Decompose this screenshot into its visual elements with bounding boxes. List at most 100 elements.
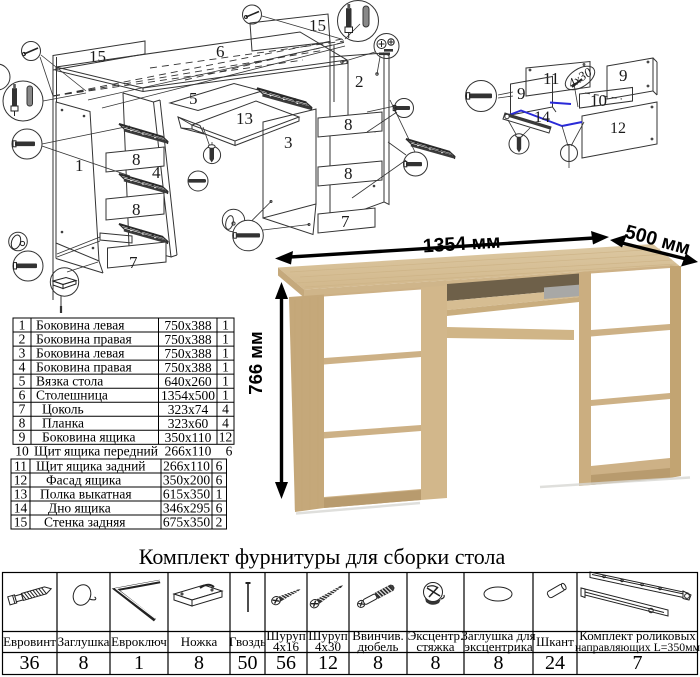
svg-text:615х350: 615х350 [163,487,211,502]
svg-text:Комплект фурнитуры для сборки: Комплект фурнитуры для сборки стола [139,544,506,569]
svg-text:7: 7 [633,652,643,674]
svg-text:8: 8 [194,652,204,674]
svg-text:750х388: 750х388 [164,346,212,361]
svg-text:3: 3 [284,133,293,152]
svg-text:346х295: 346х295 [163,501,211,516]
svg-text:750х388: 750х388 [164,332,212,347]
svg-text:12: 12 [14,473,28,488]
svg-text:Шкант: Шкант [536,634,574,649]
svg-text:1: 1 [222,360,229,375]
svg-text:Шуруп: Шуруп [266,628,305,643]
svg-text:8: 8 [431,652,441,674]
svg-text:13: 13 [14,487,28,502]
svg-text:750х388: 750х388 [164,360,212,375]
svg-text:14: 14 [14,501,28,516]
svg-text:12: 12 [318,652,338,674]
svg-text:Дно ящика: Дно ящика [48,501,111,516]
svg-text:2: 2 [19,332,26,347]
svg-text:9: 9 [19,430,26,445]
svg-text:1: 1 [216,487,223,502]
svg-text:15: 15 [14,515,28,530]
svg-text:Евровинт: Евровинт [3,634,56,649]
svg-text:9: 9 [619,66,628,85]
svg-text:8: 8 [79,652,89,674]
svg-text:Боковина ящика: Боковина ящика [42,430,136,445]
svg-text:Гвоздь: Гвоздь [229,634,266,649]
svg-text:эксцентрика: эксцентрика [464,639,532,654]
svg-text:7: 7 [129,253,138,272]
svg-text:4: 4 [222,416,229,431]
svg-text:5: 5 [19,374,26,389]
svg-text:11: 11 [543,69,559,88]
svg-text:266х110: 266х110 [165,444,212,459]
svg-text:Вязка стола: Вязка стола [36,374,103,389]
svg-text:6: 6 [216,473,223,488]
svg-text:Столешница: Столешница [36,388,108,403]
svg-text:10: 10 [590,91,607,110]
svg-text:2: 2 [355,72,364,91]
svg-text:1: 1 [134,652,144,674]
svg-text:1: 1 [222,332,229,347]
svg-text:6: 6 [226,444,233,459]
svg-text:1354 мм: 1354 мм [422,231,501,258]
svg-text:Евроключ: Евроключ [111,634,167,649]
svg-text:8: 8 [132,150,141,169]
svg-text:766 мм: 766 мм [245,331,266,394]
svg-text:Планка: Планка [42,416,84,431]
svg-text:Боковина правая: Боковина правая [36,360,132,375]
svg-text:266х110: 266х110 [163,459,210,474]
svg-text:Эксцентр.: Эксцентр. [408,628,464,643]
svg-text:стяжка: стяжка [416,639,454,654]
svg-text:6: 6 [216,501,223,516]
svg-text:1: 1 [19,318,26,333]
svg-text:13: 13 [236,109,253,128]
svg-text:9: 9 [517,84,526,103]
svg-text:Шуруп: Шуруп [308,628,347,643]
svg-text:7: 7 [19,402,26,417]
svg-text:1: 1 [222,374,229,389]
svg-text:2: 2 [216,515,223,530]
svg-text:8: 8 [344,115,353,134]
svg-text:Цоколь: Цоколь [42,402,84,417]
svg-text:323х74: 323х74 [168,402,209,417]
svg-text:56: 56 [276,652,296,674]
svg-text:8: 8 [344,164,353,183]
svg-text:Ножка: Ножка [181,634,218,649]
svg-text:Комплект роликовых: Комплект роликовых [579,628,696,643]
svg-text:350х110: 350х110 [165,430,212,445]
svg-text:Полка выкатная: Полка выкатная [40,487,132,502]
svg-text:1: 1 [75,156,84,175]
svg-text:1: 1 [222,318,229,333]
svg-text:Боковина левая: Боковина левая [36,346,124,361]
svg-text:36: 36 [20,652,40,674]
svg-text:3: 3 [19,346,26,361]
svg-text:640х260: 640х260 [164,374,212,389]
svg-text:4: 4 [222,402,229,417]
svg-text:8: 8 [19,416,26,431]
svg-text:350х200: 350х200 [163,473,211,488]
svg-text:4х30: 4х30 [315,639,341,654]
svg-text:4: 4 [19,360,26,375]
svg-text:6: 6 [19,388,26,403]
svg-text:Ввинчив.: Ввинчив. [352,628,404,643]
svg-text:4х16: 4х16 [273,639,300,654]
svg-text:750х388: 750х388 [164,318,212,333]
svg-text:50: 50 [238,652,258,674]
svg-text:Щит ящика задний: Щит ящика задний [36,459,146,474]
svg-text:11: 11 [14,459,27,474]
svg-text:1: 1 [222,388,229,403]
svg-text:8: 8 [494,652,504,674]
svg-text:12: 12 [219,430,233,445]
svg-text:4: 4 [152,163,161,182]
svg-text:8: 8 [373,652,383,674]
svg-text:Фасад ящика: Фасад ящика [46,473,121,488]
svg-text:Боковина правая: Боковина правая [36,332,132,347]
svg-text:Заглушка: Заглушка [58,634,110,649]
svg-text:1: 1 [222,346,229,361]
svg-text:Боковина левая: Боковина левая [36,318,124,333]
svg-text:14: 14 [534,109,550,126]
svg-text:Стенка задняя: Стенка задняя [44,515,126,530]
svg-text:Заглушка для: Заглушка для [461,628,535,643]
svg-text:6: 6 [216,459,223,474]
svg-text:1354х500: 1354х500 [161,388,215,403]
